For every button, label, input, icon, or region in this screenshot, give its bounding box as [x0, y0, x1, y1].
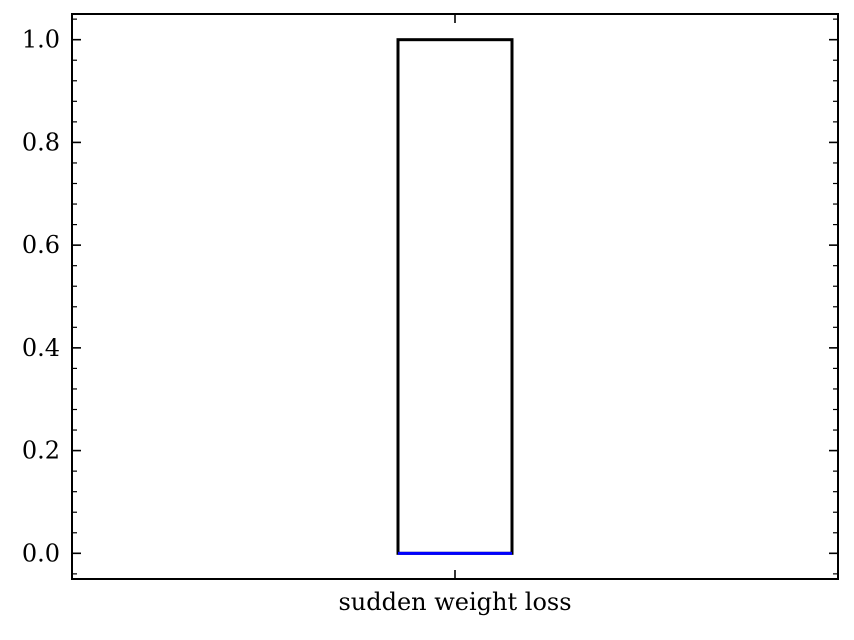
x-tick-labels: sudden weight loss: [338, 588, 571, 616]
plot-area-frame: [71, 13, 839, 580]
y-tick-label: 1.0: [22, 26, 60, 54]
y-tick-labels: 0.0 0.2 0.4 0.6 0.8 1.0: [22, 26, 60, 568]
tick-marks: [72, 14, 838, 579]
x-tick-label: sudden weight loss: [338, 588, 571, 616]
y-tick-label: 0.8: [22, 128, 60, 156]
boxes: [396, 38, 514, 555]
y-tick-label: 0.2: [22, 437, 60, 465]
y-tick-label: 0.0: [22, 539, 60, 567]
y-tick-label: 0.6: [22, 231, 60, 259]
y-tick-label: 0.4: [22, 334, 60, 362]
box-body: [396, 38, 514, 555]
